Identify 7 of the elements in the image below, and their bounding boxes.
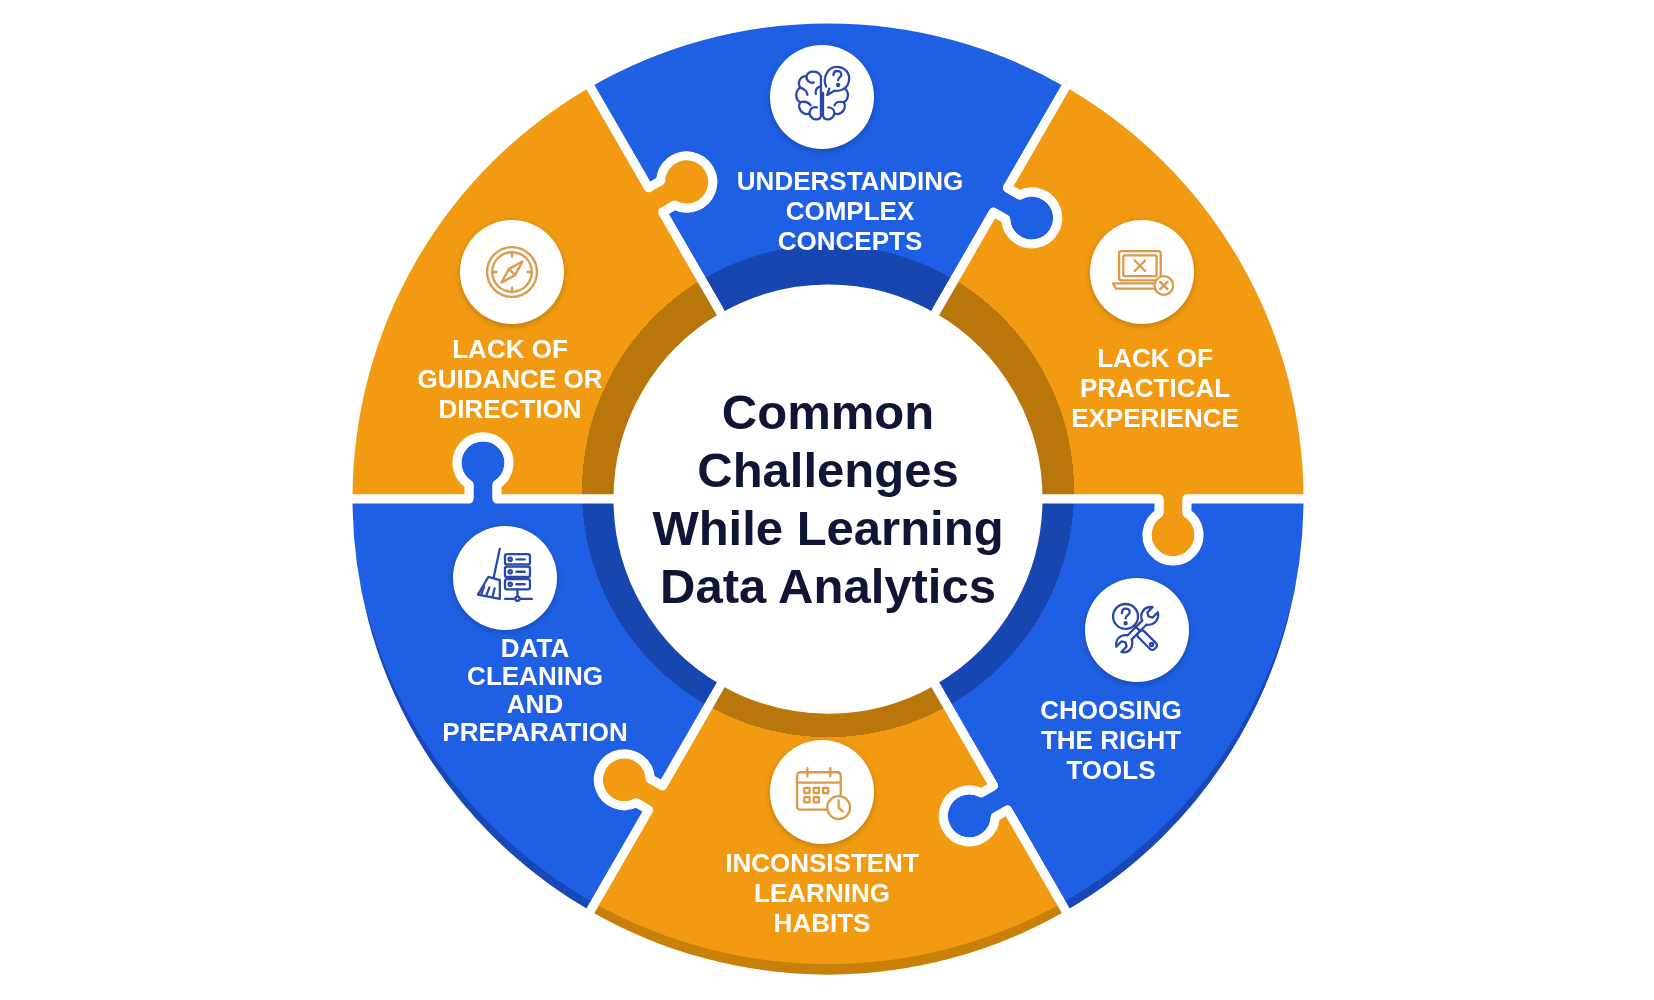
piece-label: LACK OF GUIDANCE OR DIRECTION [416,334,604,424]
piece-label: CHOOSING THE RIGHT TOOLS [1039,695,1183,785]
piece-label: UNDERSTANDING COMPLEX CONCEPTS [735,166,965,256]
piece-label: INCONSISTENT LEARNING HABITS [724,848,920,938]
piece-label: LACK OF PRACTICAL EXPERIENCE [1070,343,1240,433]
center-heading: Common Challenges While Learning Data Analytics [651,384,1005,615]
piece-label: DATA CLEANING AND PREPARATION [441,634,629,746]
